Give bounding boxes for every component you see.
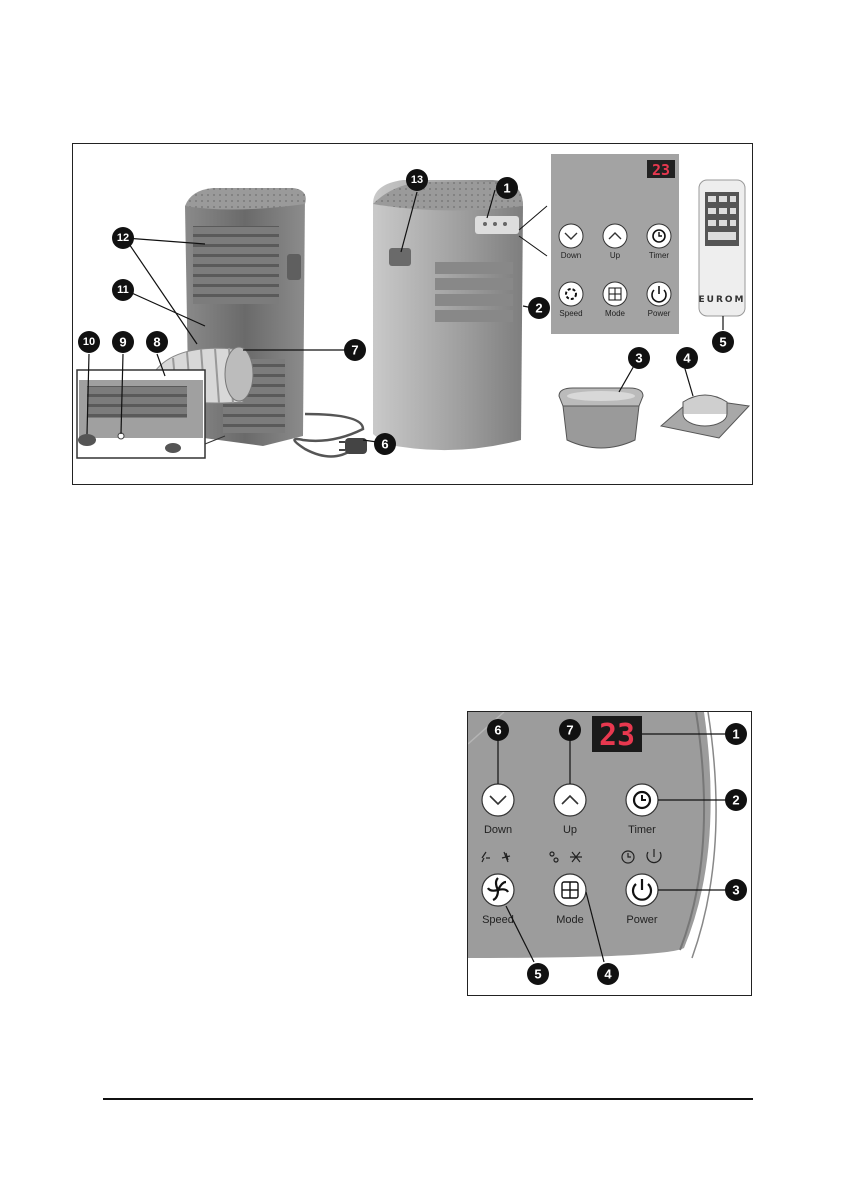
svg-text:10: 10	[83, 336, 95, 348]
speed-button[interactable]	[482, 874, 514, 906]
mode-button[interactable]	[554, 874, 586, 906]
control-panel-illustration: 23 Down Up Timer	[468, 712, 751, 995]
panel-callout-6: 6	[487, 719, 509, 741]
callout-1: 1	[496, 177, 518, 199]
callout-8: 8	[146, 331, 168, 353]
timer-label: Timer	[628, 824, 656, 836]
mode-label: Mode	[556, 914, 584, 926]
upper-filter-grille	[193, 226, 279, 304]
svg-text:13: 13	[411, 174, 423, 186]
svg-text:2: 2	[732, 793, 739, 808]
svg-text:7: 7	[566, 723, 573, 738]
down-button[interactable]	[482, 784, 514, 816]
inset-timer-label: Timer	[649, 251, 669, 260]
hose-connector	[661, 395, 749, 438]
panel-callout-4: 4	[597, 963, 619, 985]
svg-text:1: 1	[732, 727, 739, 742]
window-adapter	[559, 388, 643, 448]
callout-4: 4	[676, 347, 698, 369]
callout-9: 9	[112, 331, 134, 353]
svg-text:2: 2	[535, 301, 542, 316]
svg-text:3: 3	[635, 351, 642, 366]
inset-display-readout: 23	[652, 161, 670, 179]
inset-mode-button	[603, 282, 627, 306]
svg-text:5: 5	[719, 335, 726, 350]
footer-divider	[103, 1098, 753, 1100]
svg-text:11: 11	[117, 284, 129, 296]
remote-brand-label: EUROM	[699, 295, 746, 305]
inset-mode-label: Mode	[605, 309, 626, 318]
speed-label: Speed	[482, 914, 514, 926]
callout-13: 13	[406, 169, 428, 191]
svg-text:4: 4	[604, 967, 612, 982]
carry-handle	[389, 248, 411, 266]
power-plug	[339, 438, 367, 454]
svg-text:9: 9	[119, 335, 126, 350]
callout-12: 12	[112, 227, 134, 249]
panel-callout-7: 7	[559, 719, 581, 741]
top-control-panel	[475, 216, 519, 234]
product-overview-illustration: 23 Down Up Timer Speed Mode Power EU	[73, 144, 752, 484]
timer-button[interactable]	[626, 784, 658, 816]
control-panel-figure: 23 Down Up Timer	[467, 711, 752, 996]
svg-text:7: 7	[351, 343, 358, 358]
inset-power-label: Power	[648, 309, 671, 318]
callout-2: 2	[528, 297, 550, 319]
inset-speed-button	[559, 282, 583, 306]
callout-7: 7	[344, 339, 366, 361]
svg-text:8: 8	[153, 335, 160, 350]
svg-text:12: 12	[117, 232, 129, 244]
inset-down-label: Down	[561, 251, 581, 260]
inset-speed-label: Speed	[559, 309, 582, 318]
power-label: Power	[626, 914, 658, 926]
up-label: Up	[563, 824, 577, 836]
inset-down-button	[559, 224, 583, 248]
wheel-detail-inset	[77, 370, 225, 458]
panel-callout-2: 2	[725, 789, 747, 811]
callout-6: 6	[374, 433, 396, 455]
side-handle	[287, 254, 301, 280]
inset-power-button	[647, 282, 671, 306]
power-button[interactable]	[626, 874, 658, 906]
inset-up-label: Up	[610, 251, 621, 260]
svg-text:6: 6	[494, 723, 501, 738]
svg-text:5: 5	[534, 967, 541, 982]
panel-callout-5: 5	[527, 963, 549, 985]
product-overview-figure: 23 Down Up Timer Speed Mode Power EU	[72, 143, 753, 485]
svg-text:3: 3	[732, 883, 739, 898]
inset-up-button	[603, 224, 627, 248]
svg-text:1: 1	[503, 181, 510, 196]
callout-10: 10	[78, 331, 100, 353]
panel-callout-1: 1	[725, 723, 747, 745]
svg-text:4: 4	[683, 351, 691, 366]
up-button[interactable]	[554, 784, 586, 816]
display-readout: 23	[599, 718, 635, 753]
down-label: Down	[484, 824, 512, 836]
control-panel-inset: 23 Down Up Timer Speed Mode Power	[551, 154, 679, 334]
panel-callout-3: 3	[725, 879, 747, 901]
callout-11: 11	[112, 279, 134, 301]
inset-timer-button	[647, 224, 671, 248]
unit-front-view	[373, 180, 547, 450]
callout-3: 3	[628, 347, 650, 369]
callout-5: 5	[712, 331, 734, 353]
svg-text:6: 6	[381, 437, 388, 452]
remote-control: EUROM	[699, 180, 746, 316]
